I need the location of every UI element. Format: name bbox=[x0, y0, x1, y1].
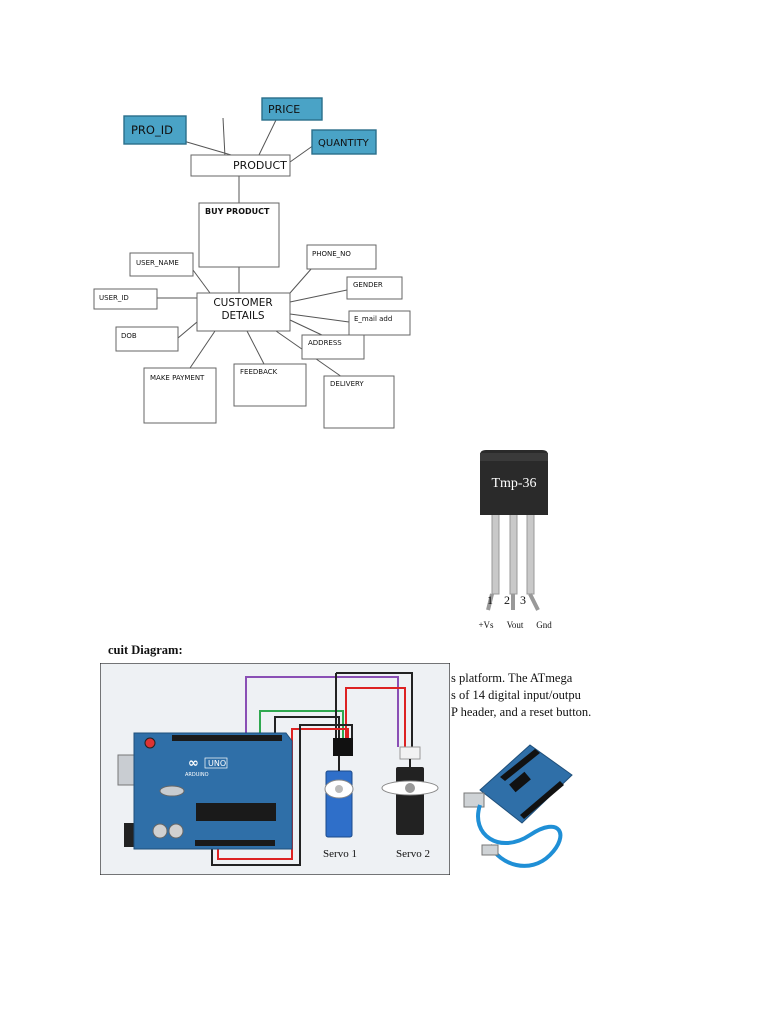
gender-box bbox=[346, 276, 403, 300]
user-name-label: USER_NAME bbox=[136, 259, 179, 267]
email-label: E_mail add bbox=[354, 315, 392, 323]
quantity-box bbox=[311, 129, 377, 155]
address-box bbox=[301, 334, 365, 360]
product-box bbox=[190, 154, 291, 177]
pin-number-2: 2 bbox=[504, 593, 510, 607]
price-label: PRICE bbox=[268, 103, 300, 116]
analog-header bbox=[195, 840, 275, 846]
make-payment-label: MAKE PAYMENT bbox=[150, 374, 205, 382]
er-connectors bbox=[157, 117, 350, 378]
pin-name-vout: Vout bbox=[507, 620, 524, 630]
feedback-box bbox=[233, 363, 307, 407]
phone-no-box bbox=[306, 244, 377, 270]
make-payment-box bbox=[143, 367, 217, 424]
sensor-body bbox=[480, 450, 548, 515]
servo2-connector bbox=[399, 746, 421, 760]
delivery-box bbox=[323, 375, 395, 429]
buy-product-label: BUY PRODUCT bbox=[205, 207, 270, 216]
address-label: ADDRESS bbox=[308, 339, 342, 347]
product-label: PRODUCT bbox=[233, 159, 287, 172]
description-line-1: s platform. The ATmega bbox=[451, 671, 573, 685]
er-diagram: PRO_ID PRICE QUANTITY PRODUCT BUY PRODUC… bbox=[93, 97, 411, 429]
gender-label: GENDER bbox=[353, 281, 383, 289]
arduino-logo-icon: ∞ bbox=[188, 756, 199, 771]
quantity-label: QUANTITY bbox=[318, 138, 370, 149]
dob-label: DOB bbox=[121, 332, 137, 340]
sensor-label: Tmp-36 bbox=[491, 476, 536, 491]
delivery-label: DELIVERY bbox=[330, 380, 364, 388]
pin-name-vs: +Vs bbox=[478, 620, 494, 630]
user-name-box bbox=[129, 252, 194, 277]
tmp36-sensor: Tmp-36 1 2 3 +Vs Vout Gnd bbox=[478, 450, 552, 630]
photo-board bbox=[479, 744, 573, 824]
board-model: UNO bbox=[208, 759, 226, 768]
customer-details-label-1: CUSTOMER bbox=[213, 297, 272, 309]
servo1-label: Servo 1 bbox=[323, 848, 357, 860]
pro-id-box bbox=[123, 115, 187, 145]
email-box bbox=[348, 310, 411, 336]
buy-product-box bbox=[198, 202, 280, 268]
sensor-pin-1 bbox=[491, 513, 500, 595]
sensor-pin-2 bbox=[509, 513, 518, 595]
servo2-body bbox=[396, 767, 424, 835]
description-line-2: s of 14 digital input/outpu bbox=[451, 688, 581, 702]
reset-button bbox=[144, 737, 156, 749]
pin-number-1: 1 bbox=[487, 593, 493, 607]
atmega-chip bbox=[196, 803, 276, 821]
feedback-label: FEEDBACK bbox=[240, 368, 278, 376]
description-line-3: P header, and a reset button. bbox=[451, 705, 591, 719]
board-brand: ARDUINO bbox=[185, 772, 209, 778]
circuit-diagram-heading: cuit Diagram: bbox=[108, 643, 183, 657]
dob-box bbox=[115, 326, 179, 352]
customer-details-label-2: DETAILS bbox=[221, 310, 264, 322]
servo2-label: Servo 2 bbox=[396, 848, 430, 860]
usb-cable bbox=[476, 804, 563, 868]
user-id-label: USER_ID bbox=[99, 294, 129, 302]
sensor-pin-3 bbox=[526, 513, 535, 595]
price-box bbox=[261, 97, 323, 121]
pro-id-label: PRO_ID bbox=[131, 123, 173, 137]
arduino-photo bbox=[463, 744, 573, 868]
user-id-box bbox=[93, 288, 158, 310]
customer-details-box bbox=[196, 292, 291, 332]
circuit-diagram: ∞ ARDUINO UNO Servo 1 Servo 2 bbox=[100, 663, 450, 875]
pin-name-gnd: Gnd bbox=[536, 620, 552, 630]
digital-header bbox=[172, 735, 282, 741]
phone-no-label: PHONE_NO bbox=[312, 250, 351, 258]
pin-number-3: 3 bbox=[520, 593, 526, 607]
servo1-connector bbox=[333, 738, 353, 756]
